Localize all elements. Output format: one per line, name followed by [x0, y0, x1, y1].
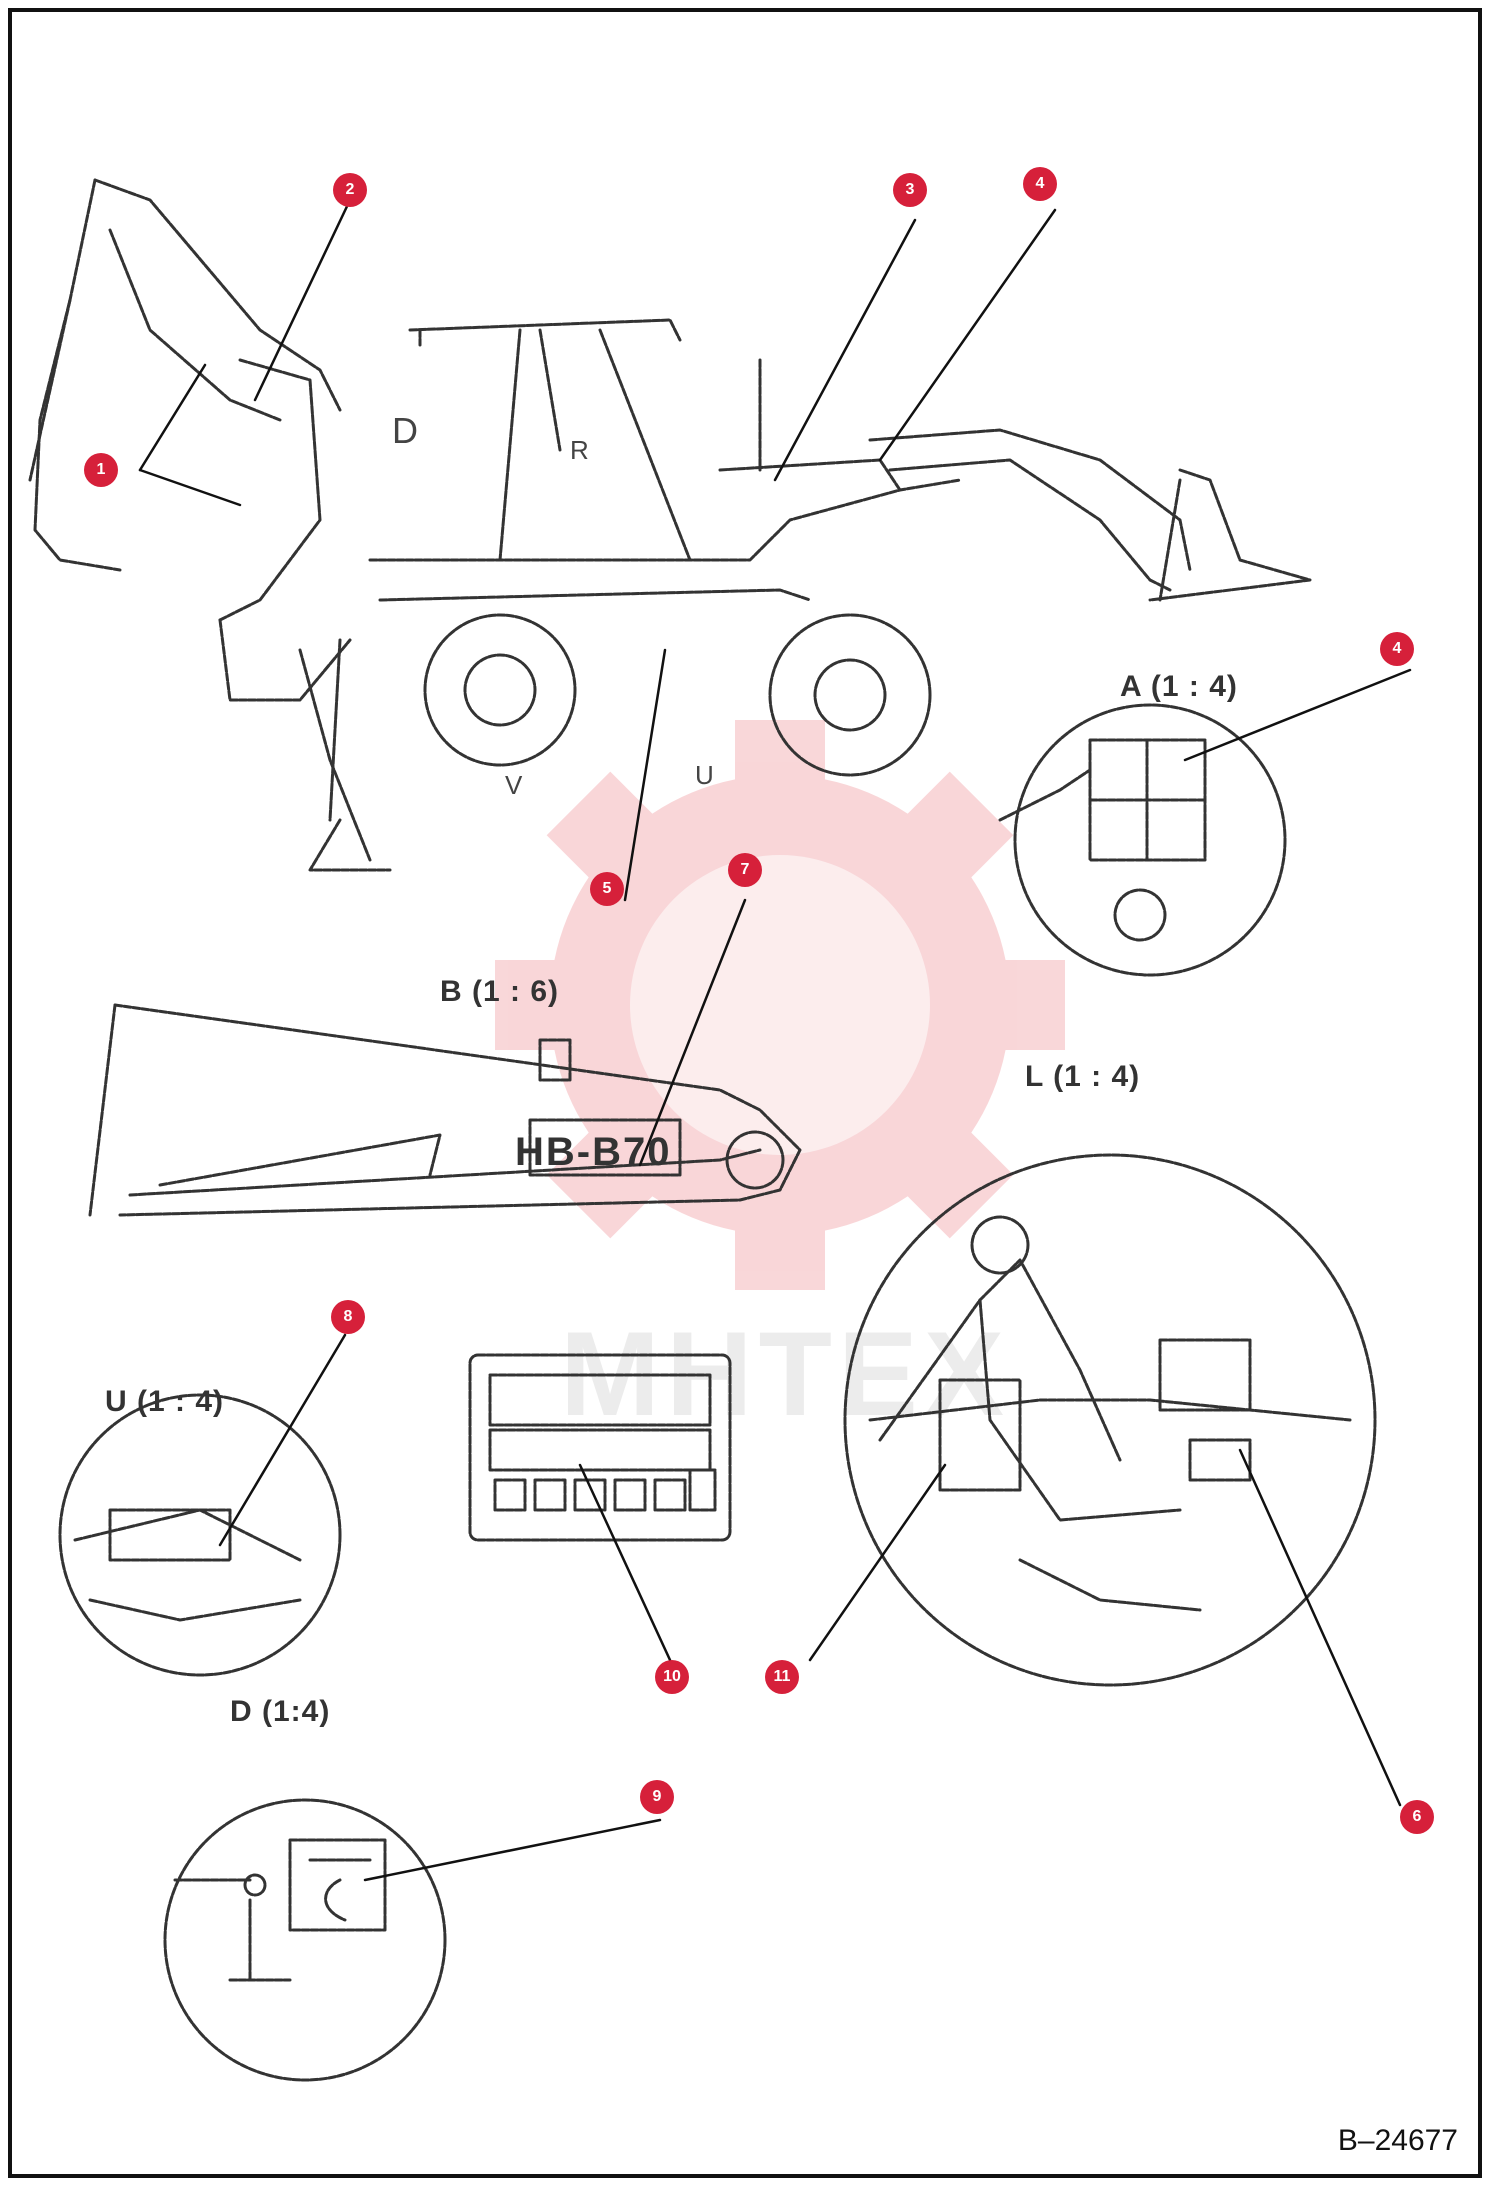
callout-1: 1	[84, 453, 118, 487]
detail-view-b	[88, 1003, 802, 1217]
callout-4-main: 4	[1023, 167, 1057, 201]
callout-8: 8	[331, 1300, 365, 1334]
callout-4-view-a: 4	[1380, 632, 1414, 666]
main-view-letter-u: U	[695, 760, 714, 790]
callout-7: 7	[728, 853, 762, 887]
detail-view-a	[998, 703, 1287, 977]
callout-3: 3	[893, 173, 927, 207]
detail-view-l	[843, 1153, 1377, 1687]
callout-5: 5	[590, 872, 624, 906]
callout-11: 11	[765, 1660, 799, 1694]
backhoe-loader-side-view	[28, 178, 1312, 872]
page-frame	[8, 8, 1482, 2178]
detail-view-u	[58, 1393, 342, 1677]
view-label-u: U (1 : 4)	[105, 1385, 225, 1418]
callout-10: 10	[655, 1660, 689, 1694]
view-label-b: B (1 : 6)	[440, 975, 560, 1008]
callout-9: 9	[640, 1780, 674, 1814]
view-label-l: L (1 : 4)	[1025, 1060, 1141, 1093]
leader-lines	[138, 198, 1412, 1882]
detail-view-d	[163, 1798, 447, 2082]
main-view-letter-r: R	[570, 435, 589, 465]
callout-2: 2	[333, 173, 367, 207]
callout-6: 6	[1400, 1800, 1434, 1834]
fuse-relay-panel	[468, 1353, 732, 1542]
boom-marking: HB-B70	[515, 1130, 672, 1174]
view-label-d: D (1:4)	[230, 1695, 331, 1728]
view-label-a: A (1 : 4)	[1120, 670, 1238, 703]
main-view-letter-d: D	[392, 410, 418, 451]
main-view-letter-v: V	[505, 770, 523, 800]
document-number: B–24677	[1337, 2124, 1458, 2157]
